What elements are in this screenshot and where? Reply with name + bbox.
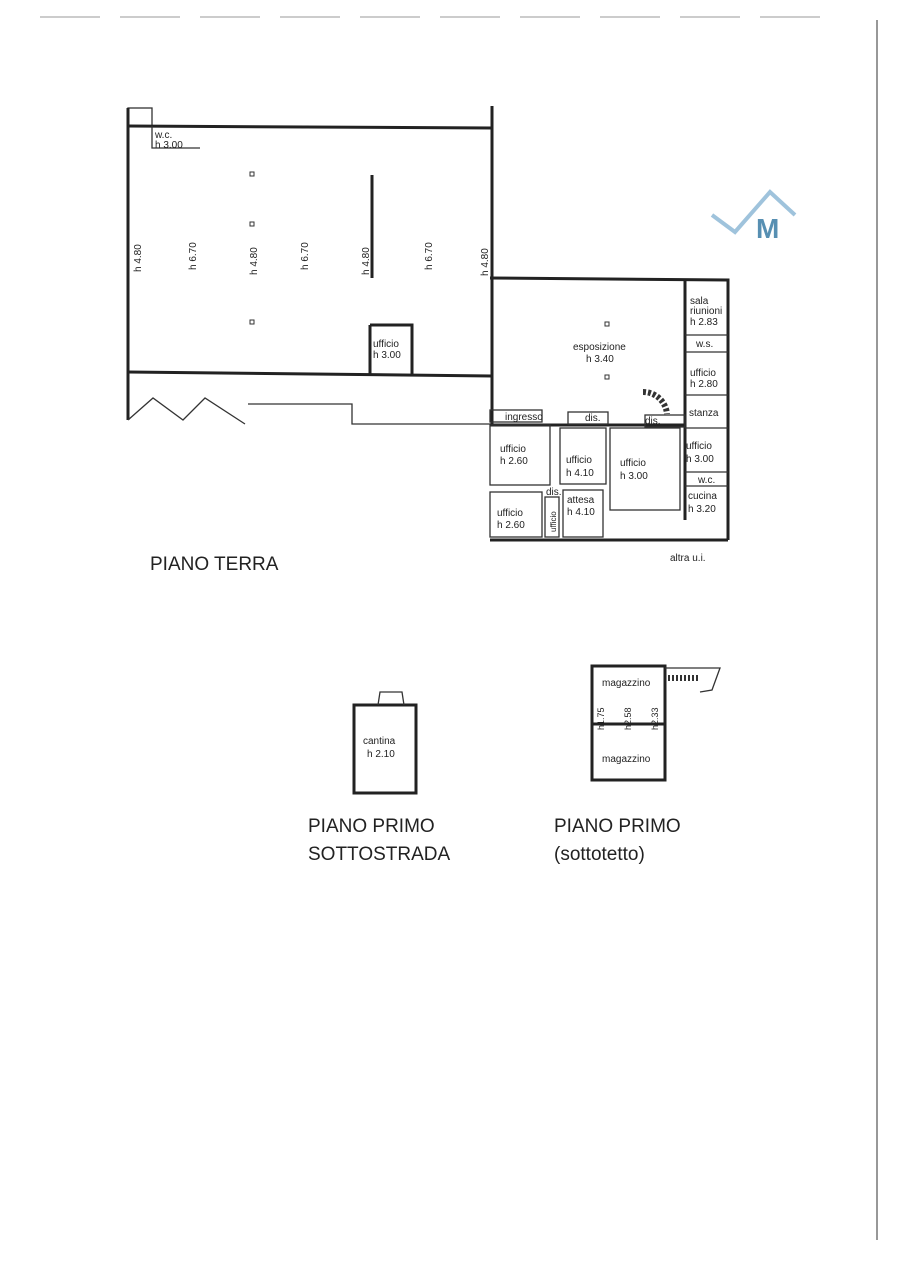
room-wc-height: h 3.00 — [155, 140, 183, 151]
height-label: h 4.80 — [361, 247, 372, 275]
room-stanza: stanza — [689, 408, 719, 419]
room-sala-height: h 2.83 — [690, 317, 718, 328]
room-riunioni: riunioni — [690, 306, 722, 317]
logo-watermark: M — [710, 189, 797, 244]
room-ufficio-height: h 2.60 — [497, 520, 525, 531]
height-label: h2.33 — [650, 707, 660, 730]
room-ufficio: ufficio — [690, 368, 716, 379]
room-attesa-height: h 4.10 — [567, 507, 595, 518]
height-label: h 6.70 — [300, 242, 311, 270]
plan-title-attic-2: (sottotetto) — [554, 844, 645, 865]
room-magazzino: magazzino — [602, 754, 651, 765]
room-magazzino: magazzino — [602, 678, 651, 689]
label-altra-ui: altra u.i. — [670, 553, 706, 564]
height-label: h2.58 — [623, 707, 633, 730]
room-cantina: cantina — [363, 736, 396, 747]
room-cucina-height: h 3.20 — [688, 504, 716, 515]
basement-walls — [352, 691, 418, 795]
room-sala: sala — [690, 296, 709, 307]
height-label: h 4.80 — [249, 247, 260, 275]
room-ufficio-height: h 2.80 — [690, 379, 718, 390]
room-dis: dis. — [585, 413, 601, 424]
height-label: h 4.80 — [480, 248, 491, 276]
room-cucina: cucina — [688, 491, 717, 502]
height-label: h 6.70 — [188, 242, 199, 270]
room-esposizione-height: h 3.40 — [586, 354, 614, 365]
room-dis: dis. — [546, 487, 562, 498]
room-wc: w.c. — [697, 475, 715, 486]
room-attesa: attesa — [567, 495, 595, 506]
room-ufficio-height: h 3.00 — [686, 454, 714, 465]
room-cantina-height: h 2.10 — [367, 749, 395, 760]
height-label: h 4.80 — [133, 244, 144, 272]
logo-roof-icon — [710, 189, 797, 235]
plan-title-ground: PIANO TERRA — [150, 554, 279, 575]
room-ufficio-height: h 2.60 — [500, 456, 528, 467]
warehouse-walls — [126, 106, 494, 425]
logo-letter: M — [756, 213, 779, 244]
office-walls — [489, 276, 730, 542]
plan-title-attic-1: PIANO PRIMO — [554, 816, 681, 837]
room-ufficio: ufficio — [686, 441, 712, 452]
room-ufficio: ufficio — [373, 339, 399, 350]
room-dis: dis. — [645, 416, 661, 427]
attic-walls — [590, 664, 721, 782]
room-ufficio: ufficio — [497, 508, 523, 519]
room-ufficio: ufficio — [549, 511, 558, 532]
height-label: h1.75 — [596, 707, 606, 730]
pillar-marks — [249, 171, 610, 380]
room-ufficio-height: h 3.00 — [373, 350, 401, 361]
room-ufficio: ufficio — [620, 458, 646, 469]
height-label: h 6.70 — [424, 242, 435, 270]
room-ws: w.s. — [695, 339, 713, 350]
room-ufficio: ufficio — [566, 455, 592, 466]
room-esposizione: esposizione — [573, 342, 626, 353]
room-ufficio-height: h 4.10 — [566, 468, 594, 479]
plan-title-basement-2: SOTTOSTRADA — [308, 844, 450, 865]
room-ufficio-height: h 3.00 — [620, 471, 648, 482]
plan-title-basement-1: PIANO PRIMO — [308, 816, 435, 837]
room-ufficio: ufficio — [500, 444, 526, 455]
room-wc: w.c. — [154, 130, 172, 141]
room-ingresso: ingresso — [505, 412, 543, 423]
